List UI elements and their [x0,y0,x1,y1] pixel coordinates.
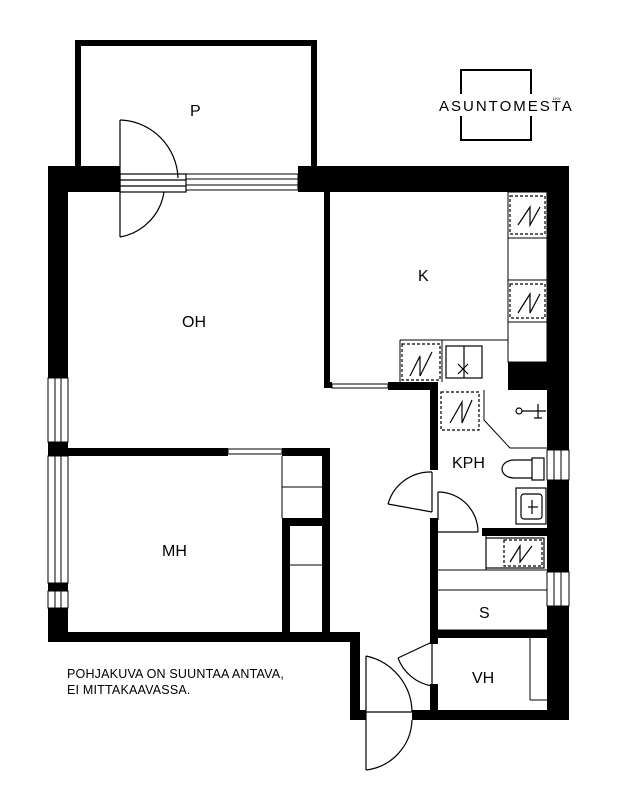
room-label-kitchen: K [418,268,429,285]
shower-area [483,390,547,449]
window-living-room [47,377,69,443]
window-bathroom [546,449,570,481]
brand-logo: ASUNTOMESTA LKV [435,69,574,141]
oven-icon [509,283,546,319]
fridge-icon [509,195,546,235]
entrance-door [365,655,413,771]
kitchen-threshold [331,383,389,389]
room-label-balcony: P [190,103,201,120]
room-label-bedroom: MH [162,543,187,560]
closet-shelf [529,638,547,701]
wardrobe [281,456,322,566]
balcony-door [119,119,187,238]
room-label-closet: VH [472,670,494,687]
disclaimer-note: POHJAKUVA ON SUUNTAA ANTAVA, EI MITTAKAA… [67,666,284,698]
sink-icon [445,345,483,379]
hall-door [387,471,433,513]
washing-machine-icon [440,391,480,431]
kitchen-cabinets [399,191,548,382]
dryer-icon [485,537,545,569]
exterior-walls [48,166,569,720]
bedroom-threshold [227,448,283,455]
logo-suffix: LKV [553,96,561,101]
toilet-icon [501,457,545,481]
logo-text: ASUNTOMESTA [439,98,574,115]
room-label-living-room: OH [182,314,206,331]
storage-shelves [438,536,547,631]
window-storage [546,571,570,607]
disclaimer-line-2: EI MITTAKAAVASSA. [67,683,191,697]
room-label-storage: S [479,605,490,622]
dishwasher-icon [401,343,441,381]
closet-door [397,641,433,687]
shower-icon [515,404,546,419]
interior-walls [48,192,547,720]
room-label-bathroom: KPH [452,455,485,472]
window-bedroom [47,455,69,609]
disclaimer-line-1: POHJAKUVA ON SUUNTAA ANTAVA, [67,667,284,681]
balcony [75,40,317,191]
bathroom-door [437,491,479,533]
washbasin-icon [515,487,547,525]
